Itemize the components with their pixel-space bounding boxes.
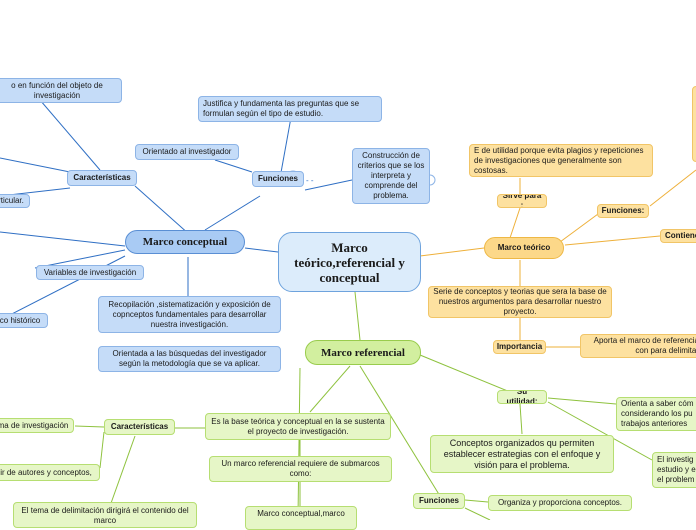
delimitacion-node[interactable]: El tema de delimitación dirigirá el cont… <box>13 502 197 528</box>
sirve-para-node[interactable]: Sirve para : <box>497 194 547 208</box>
base-teorica-node[interactable]: Es la base teórica y conceptual en la se… <box>205 413 391 440</box>
submarcos-node[interactable]: Un marco referencial requiere de submarc… <box>209 456 392 482</box>
orienta-node[interactable]: Orienta a saber cóm considerando los pu … <box>616 397 696 431</box>
tema-investigacion-node[interactable]: ma de investigación <box>0 418 74 433</box>
teorico-funciones-node[interactable]: Funciones: <box>597 204 649 218</box>
particular-node[interactable]: rticular. <box>0 194 30 208</box>
conceptual-funciones-node[interactable]: Funciones <box>252 171 304 187</box>
marco-teorico-node[interactable]: Marco teórico <box>484 237 564 259</box>
investigador-node[interactable]: El investig estudio y e el problem <box>652 452 696 488</box>
central-topic[interactable]: Marco teórico,referencial y conceptual <box>278 232 421 292</box>
orientada-node[interactable]: Orientada a las búsquedas del investigad… <box>98 346 281 372</box>
orientado-node[interactable]: Orientado al investigador <box>135 144 239 160</box>
conceptos-organizados-node[interactable]: Conceptos organizados qu permiten establ… <box>430 435 614 473</box>
referencial-funciones-node[interactable]: Funciones <box>413 493 465 509</box>
organiza-node[interactable]: Organiza y proporciona conceptos. <box>488 495 632 511</box>
svg-text:- -: - - <box>306 176 314 185</box>
contiene-node[interactable]: Contiene <box>660 229 696 243</box>
su-utilidad-node[interactable]: Su utilidad: <box>497 390 547 404</box>
justifica-node[interactable]: Justifica y fundamenta las preguntas que… <box>198 96 382 122</box>
referencial-caracteristicas-node[interactable]: Características <box>104 419 175 435</box>
autores-node[interactable]: ir de autores y conceptos, <box>0 464 100 481</box>
marco-referencial-node[interactable]: Marco referencial <box>305 340 421 365</box>
variables-node[interactable]: Variables de investigación <box>36 265 144 280</box>
historico-node[interactable]: co histórico <box>0 313 48 328</box>
utilidad-node[interactable]: E de utilidad porque evita plagios y rep… <box>469 144 653 177</box>
construccion-node[interactable]: Construcción de criterios que se los int… <box>352 148 430 204</box>
importancia-node[interactable]: Importancia <box>493 340 546 354</box>
funcion-objeto-node[interactable]: o en función del objeto de investigación <box>0 78 122 103</box>
top-right-orange-node[interactable] <box>692 86 696 162</box>
serie-node[interactable]: Serie de conceptos y teorias que sera la… <box>428 286 612 318</box>
recopilacion-node[interactable]: Recopilación ,sistematización y exposici… <box>98 296 281 333</box>
conceptual-caracteristicas-node[interactable]: Características <box>67 170 137 186</box>
marco-conceptual-node[interactable]: Marco conceptual <box>125 230 245 254</box>
marco-conceptual-sub-node[interactable]: Marco conceptual,marco <box>245 506 357 530</box>
aporta-node[interactable]: Aporta el marco de referencia con para d… <box>580 334 696 358</box>
